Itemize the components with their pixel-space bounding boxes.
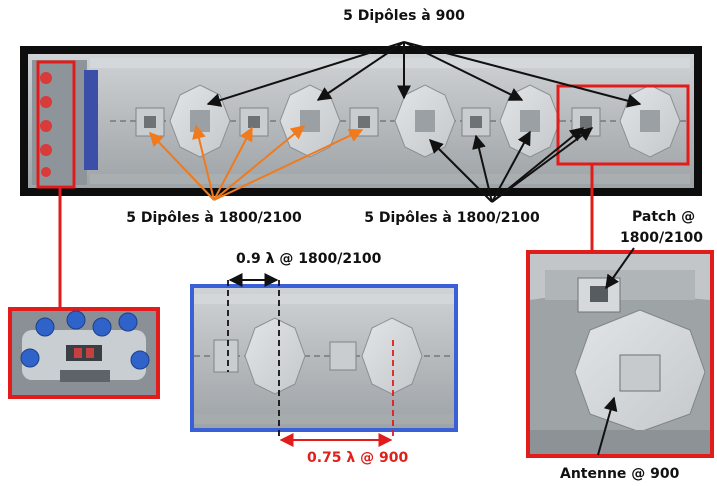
label-spacing-1800: 0.9 λ @ 1800/2100 (236, 251, 382, 267)
dipole-900-element (394, 84, 456, 158)
label-spacing-900: 0.75 λ @ 900 (307, 450, 409, 466)
element-closeup-photo (526, 250, 714, 458)
arrows-900 (206, 41, 642, 108)
label-patch-line2: 1800/2100 (620, 230, 703, 246)
label-5-dipoles-1800-left: 5 Dipôles à 1800/2100 (126, 210, 302, 226)
antenna-900-element (574, 309, 706, 433)
dipole-1800-element (135, 107, 165, 137)
connector-closeup-photo (8, 307, 160, 399)
dipole-1800-element (461, 107, 491, 137)
label-antenna-900: Antenne @ 900 (560, 466, 680, 482)
detail-spacing-photo (190, 284, 458, 432)
label-5-dipoles-900: 5 Dipôles à 900 (343, 8, 465, 24)
main-antenna-photo (20, 46, 702, 196)
dipole-900-element (499, 84, 561, 158)
dipole-1800-element (239, 107, 269, 137)
connector-callout-box (36, 60, 76, 189)
patch-element (577, 277, 621, 313)
label-patch-line1: Patch @ (632, 209, 695, 225)
arrows-1800-right (429, 127, 594, 203)
arrow-antenna-900 (597, 396, 618, 456)
element-callout-box (556, 84, 690, 166)
arrows-1800-left (149, 124, 364, 201)
dipole-1800-element (349, 107, 379, 137)
label-5-dipoles-1800-right: 5 Dipôles à 1800/2100 (364, 210, 540, 226)
arrow-patch (605, 247, 635, 290)
